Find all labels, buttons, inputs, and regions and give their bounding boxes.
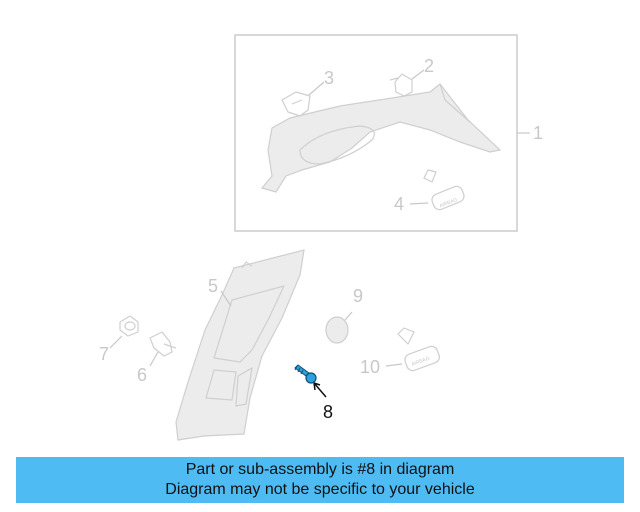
callout-8: 8	[323, 402, 333, 422]
callout-8-arrow	[313, 382, 327, 398]
pillar-trim-upper	[260, 83, 502, 193]
callout-4-leader	[409, 202, 429, 205]
screw-part-8-highlighted[interactable]	[294, 364, 317, 384]
pillar-trim-edge	[439, 83, 471, 123]
lower-trim-window-a	[213, 285, 285, 363]
callout-7-leader	[109, 335, 123, 349]
callout-9-leader	[344, 311, 353, 321]
callout-3-leader	[308, 81, 325, 96]
banner-line-2: Diagram may not be specific to your vehi…	[165, 481, 475, 498]
callout-5-leader	[220, 290, 232, 307]
lower-pillar-trim-part-5	[175, 249, 305, 441]
airbag-badge-part-4: AIRBAG	[423, 169, 465, 211]
pillar-trim-recess	[299, 125, 375, 165]
callout-1: 1	[533, 123, 543, 143]
callout-2-leader	[411, 69, 425, 80]
cap-part-9	[325, 316, 349, 344]
callout-9: 9	[353, 286, 363, 306]
clip-part-2	[389, 73, 413, 97]
screw-head	[305, 372, 317, 384]
lower-trim-tab	[241, 261, 253, 269]
grommet-part-7	[119, 315, 139, 337]
callout-3: 3	[324, 68, 334, 88]
lower-trim-window-c	[235, 367, 253, 407]
callout-10-leader	[385, 363, 403, 367]
callout-2: 2	[424, 56, 434, 76]
callout-4: 4	[394, 194, 404, 214]
callout-7: 7	[99, 344, 109, 364]
info-banner: Part or sub-assembly is #8 in diagram Di…	[16, 457, 624, 503]
lower-trim-window-b	[205, 369, 237, 401]
callout-6: 6	[137, 365, 147, 385]
banner-line-1: Part or sub-assembly is #8 in diagram	[185, 461, 455, 478]
callout-10: 10	[360, 357, 380, 377]
pin-clip-part-6	[149, 331, 177, 357]
airbag-label-a: AIRBAG	[439, 197, 459, 210]
callout-5: 5	[208, 276, 218, 296]
callout-6-leader	[149, 351, 159, 367]
upper-pillar-assembly-group: 1 2 3 AIRBAG 4	[234, 34, 543, 232]
screw-threads	[294, 365, 304, 375]
lower-trim-outline	[175, 249, 305, 441]
clip-part-3	[281, 91, 311, 117]
airbag-badge-part-10: AIRBAG	[397, 327, 440, 372]
